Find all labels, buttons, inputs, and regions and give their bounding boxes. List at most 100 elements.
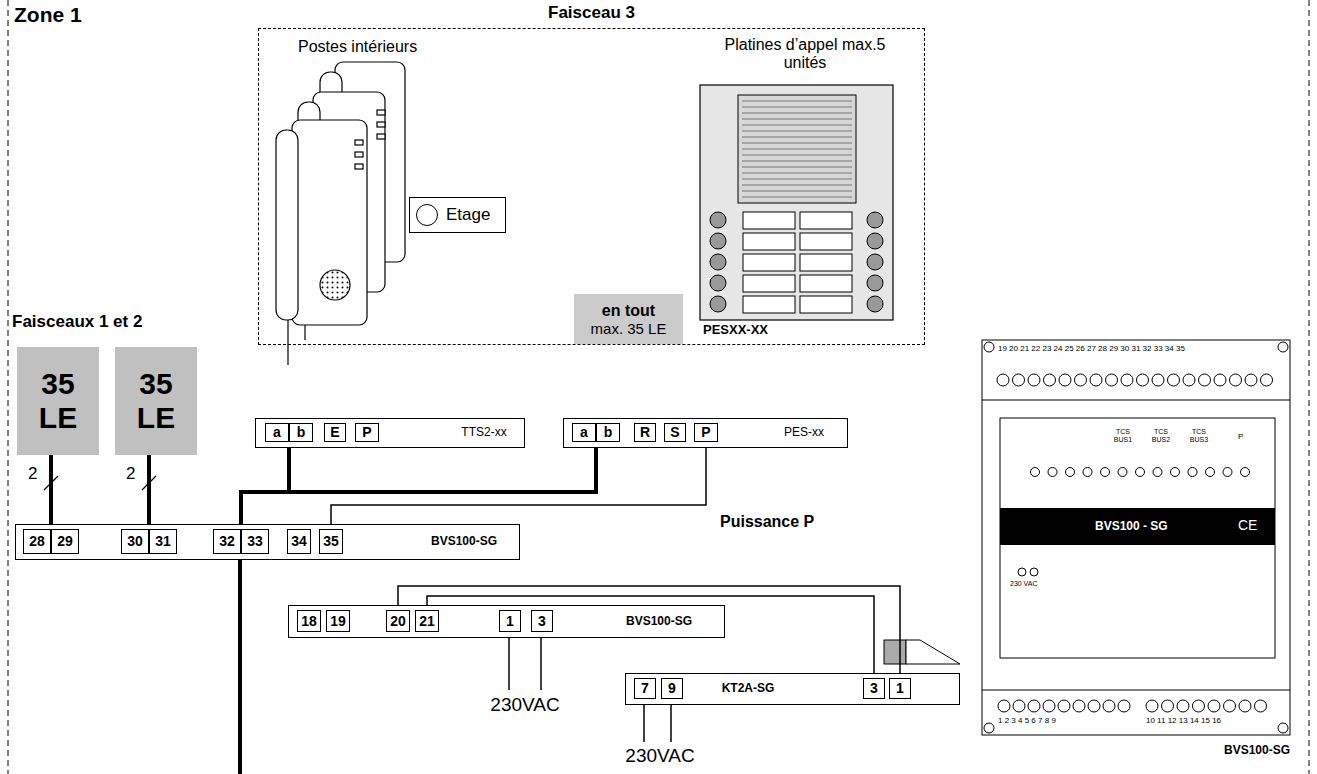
wire <box>670 705 672 742</box>
terminal-screw <box>1043 700 1055 712</box>
button-circle <box>416 204 438 226</box>
terminal-cell: 29 <box>51 529 79 554</box>
terminal-screw <box>1058 700 1070 712</box>
terminal-cell: 31 <box>149 529 177 554</box>
terminal-cell: a <box>572 423 596 442</box>
terminal-screw <box>1255 700 1267 712</box>
terminal-screw <box>1261 374 1273 386</box>
text-label: 230VAC <box>605 745 715 767</box>
handset-receiver <box>276 130 298 320</box>
call-button <box>867 296 883 312</box>
terminal-strip: abEPTTS2-xx <box>255 418 525 448</box>
harness-load-box: 35 LE <box>115 347 197 455</box>
terminal-cell: E <box>324 423 346 442</box>
call-button <box>710 254 726 270</box>
call-button <box>867 254 883 270</box>
terminal-screw <box>998 700 1010 712</box>
power-wires <box>509 638 671 742</box>
panel-terminal <box>1171 468 1180 477</box>
terminal-screw <box>1245 374 1257 386</box>
name-button <box>800 212 852 229</box>
box-text: 35 LE <box>128 367 184 436</box>
device-rail <box>982 400 1290 401</box>
text-label: Postes intérieurs <box>298 38 417 56</box>
terminal-cell: 7 <box>634 678 656 699</box>
text-label: P <box>1238 432 1243 441</box>
zone-title: Zone 1 <box>14 3 82 27</box>
panel-terminal <box>1048 468 1057 477</box>
call-panel <box>700 85 893 320</box>
handset-button <box>355 164 363 169</box>
terminal-screw <box>1073 700 1085 712</box>
terminal-cell: 1 <box>499 610 521 632</box>
terminal-screw <box>1075 374 1087 386</box>
grille-line <box>742 173 852 174</box>
device-housing <box>982 340 1290 735</box>
terminal-screw <box>1146 700 1158 712</box>
name-button <box>743 254 795 271</box>
terminal-screw <box>1177 700 1189 712</box>
terminal-screw <box>1088 700 1100 712</box>
handset-button <box>377 110 385 115</box>
grille-line <box>742 149 852 150</box>
terminal-screw <box>1059 374 1071 386</box>
name-button <box>743 212 795 229</box>
terminal-cell: 18 <box>297 610 321 632</box>
box-text: 35 LE <box>30 367 86 436</box>
terminal-cell: b <box>596 423 620 442</box>
terminal-screw <box>1137 374 1149 386</box>
handset-button <box>377 134 385 139</box>
grille-line <box>742 125 852 126</box>
panel-terminal <box>1030 568 1038 576</box>
terminal-cell: 3 <box>531 610 553 632</box>
connector-label: 2 <box>125 464 136 484</box>
harness-region: Faisceau 3Etageen toutmax. 35 LE <box>258 28 925 345</box>
call-button <box>710 275 726 291</box>
grille-line <box>742 137 852 138</box>
terminal-cell: 30 <box>121 529 149 554</box>
multiplicity-slash <box>142 476 156 490</box>
sounder-horn <box>906 640 960 664</box>
device-screw <box>1278 342 1288 352</box>
box-text: en tout <box>602 302 655 320</box>
name-button <box>743 275 795 292</box>
terminal-cell: P <box>694 423 718 442</box>
terminal-strip: abRSPPES-xx <box>563 418 848 448</box>
sounder-body <box>884 640 906 664</box>
device-screw <box>1278 723 1288 733</box>
grille-line <box>742 185 852 186</box>
terminal-screw <box>1239 700 1251 712</box>
connector <box>331 448 706 524</box>
part-label: TTS2-xx <box>451 419 517 446</box>
grille-line <box>742 107 852 108</box>
call-button <box>867 275 883 291</box>
grille-line <box>742 131 852 132</box>
terminal-cell: 9 <box>661 678 683 699</box>
terminal-screw <box>1028 700 1040 712</box>
terminal-screw <box>1121 374 1133 386</box>
terminal-cell: 20 <box>386 610 410 632</box>
call-button <box>710 212 726 228</box>
terminal-cell: P <box>355 423 379 442</box>
grille-line <box>742 161 852 162</box>
text-label: TCS BUS2 <box>1146 428 1176 444</box>
terminal-screw <box>1118 700 1130 712</box>
terminal-screw <box>1044 374 1056 386</box>
terminal-screw <box>1106 374 1118 386</box>
device-box: BVS100 - SGBVS100-SG <box>982 340 1290 735</box>
text-label: 230VAC <box>470 694 580 716</box>
grille-line <box>742 113 852 114</box>
terminal-cell: 19 <box>326 610 350 632</box>
call-button <box>867 233 883 249</box>
call-button <box>867 212 883 228</box>
terminal-screw <box>1208 700 1220 712</box>
terminal-screw <box>1162 700 1174 712</box>
panel-terminal <box>1083 468 1092 477</box>
connector <box>241 448 289 524</box>
grille-line <box>742 167 852 168</box>
text-label: PESXX-XX <box>703 323 768 338</box>
panel-terminal <box>1223 468 1232 477</box>
terminal-cell: S <box>664 423 686 442</box>
text-label: 1 2 3 4 5 6 7 8 9 <box>998 716 1056 725</box>
